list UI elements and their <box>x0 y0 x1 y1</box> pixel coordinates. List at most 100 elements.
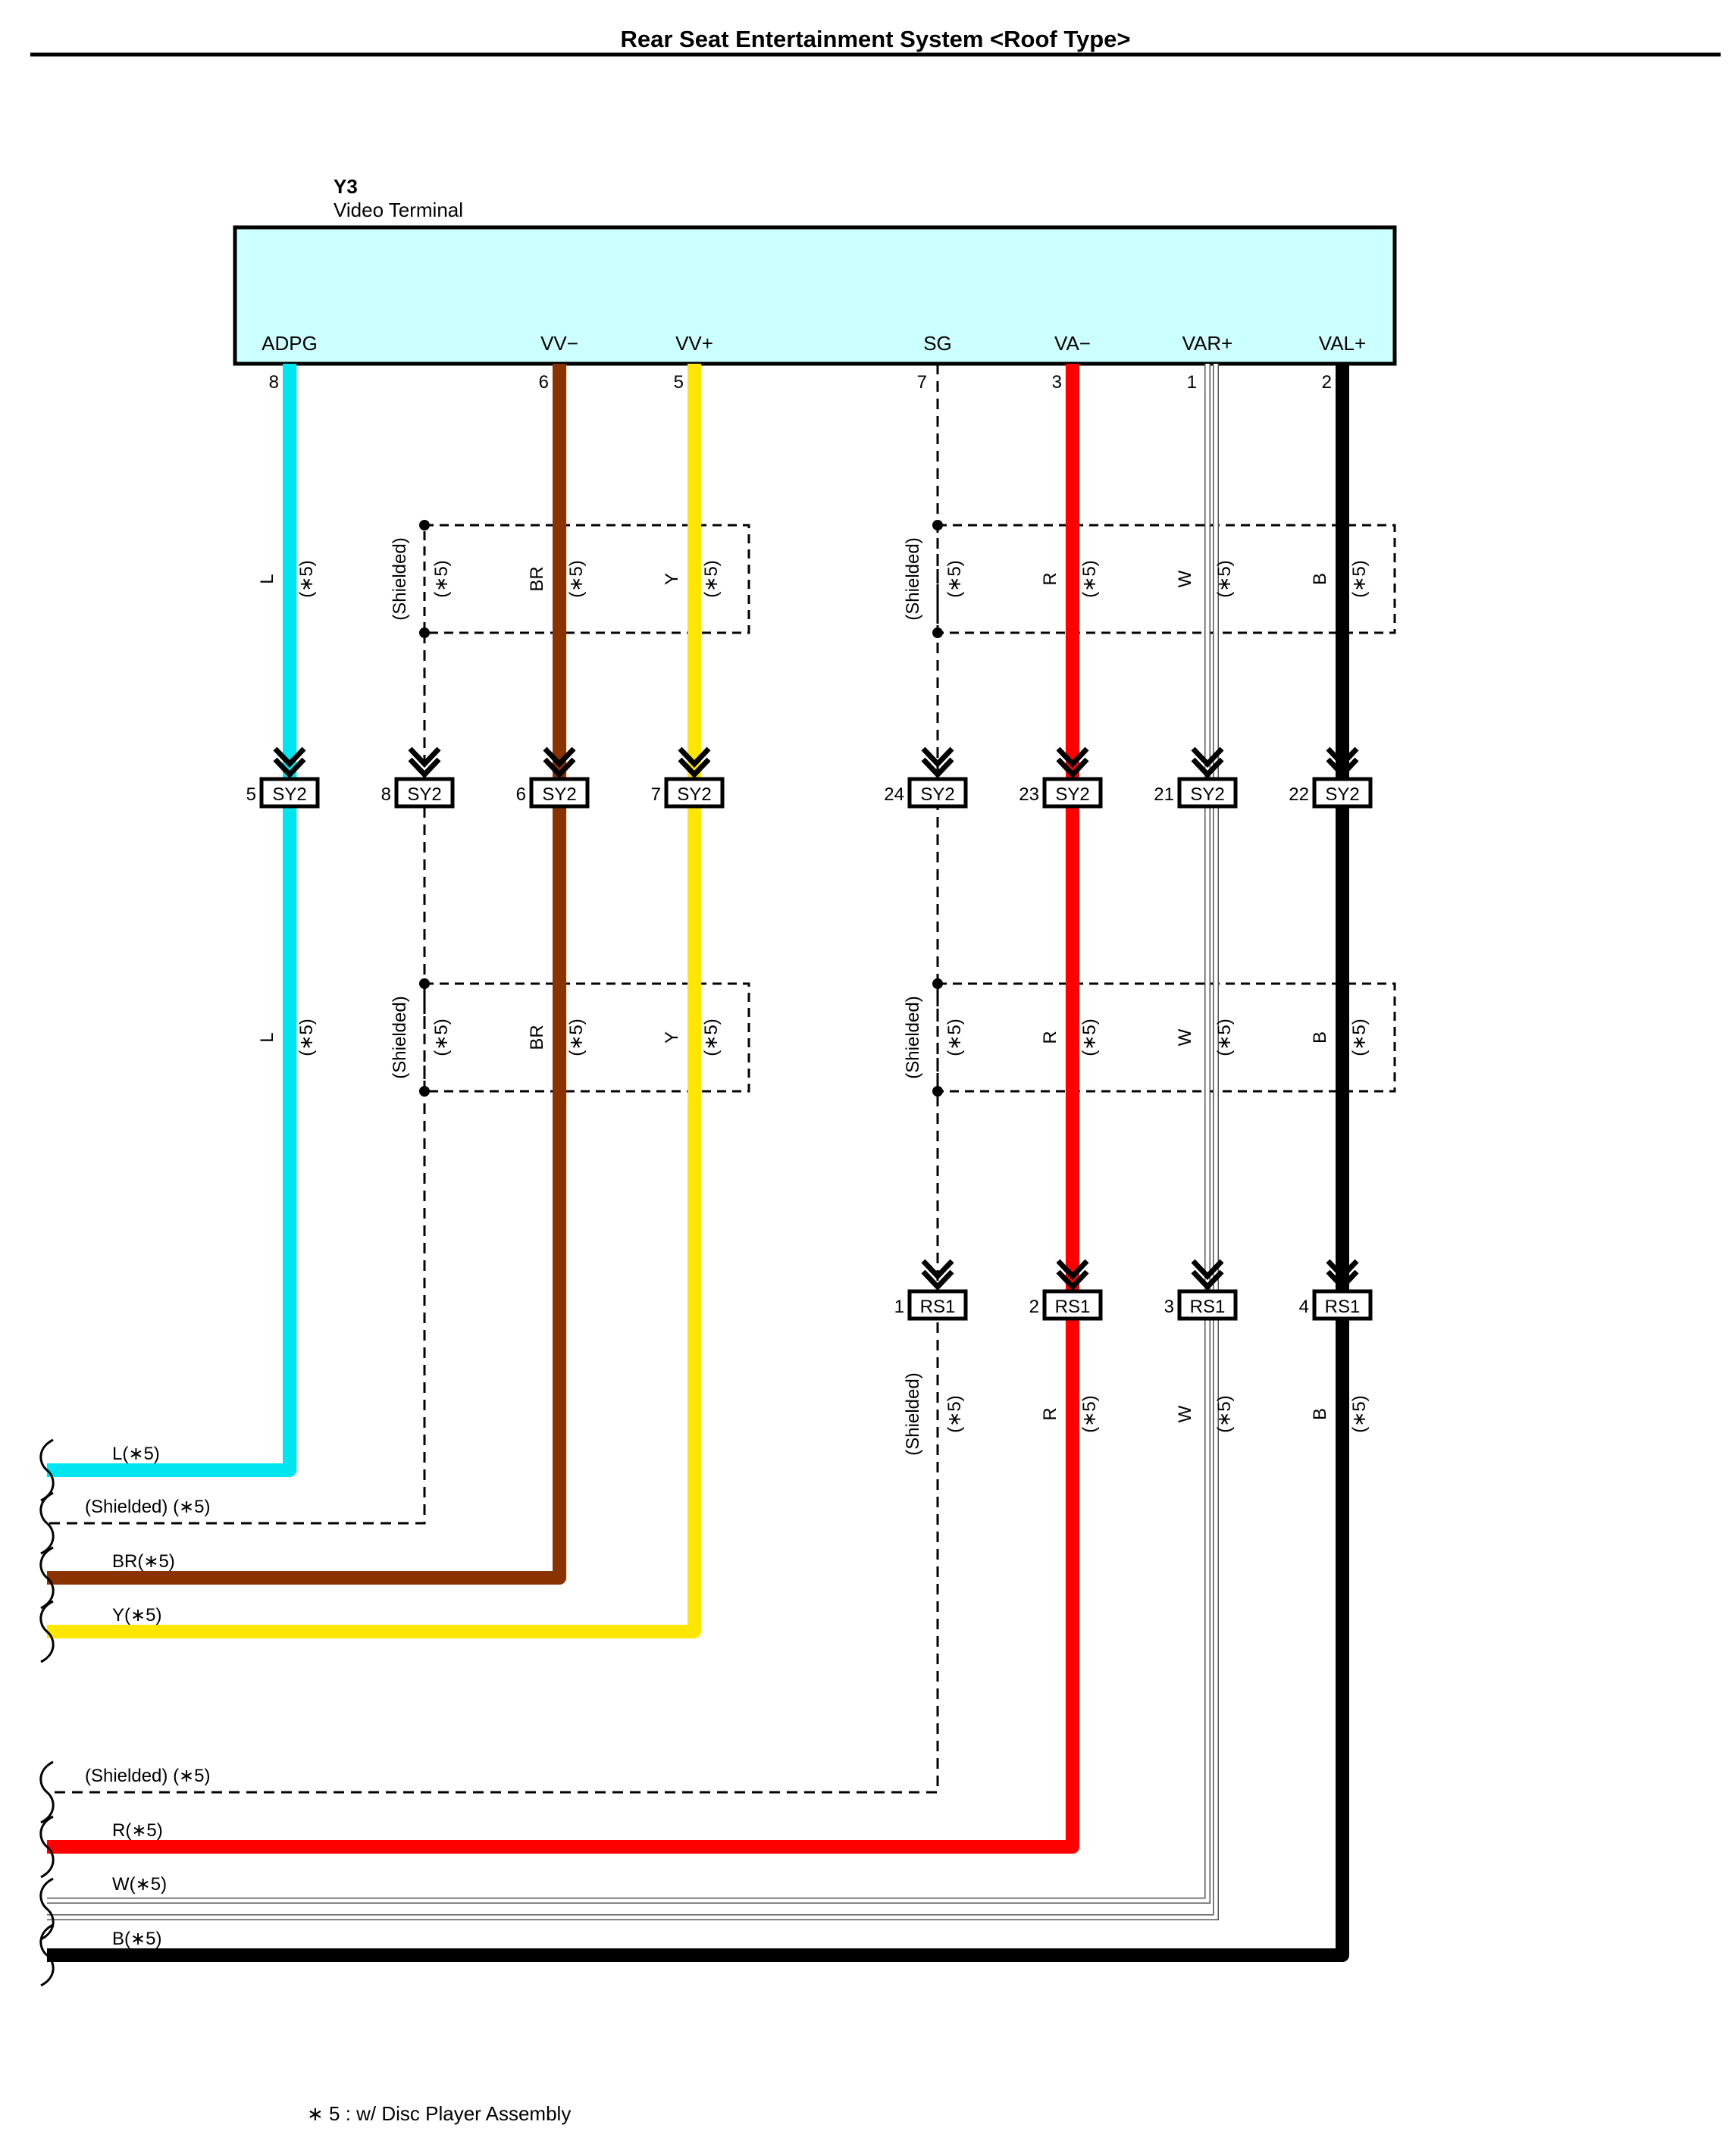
wire-end-label: L(∗5) <box>112 1444 160 1464</box>
sy2-connector-label: SY2 <box>920 784 954 805</box>
wire-color-code: W <box>1175 1405 1195 1422</box>
page-title: Rear Seat Entertainment System <Roof Typ… <box>620 26 1130 52</box>
connector-arrow-icon <box>1056 746 1089 768</box>
sy2-connector-box <box>529 777 590 809</box>
connector-arrow-icon <box>273 757 306 779</box>
option-mark: (∗5) <box>1214 1395 1235 1432</box>
wire-end-label: B(∗5) <box>112 1929 161 1949</box>
wire-var-plus <box>47 364 1219 1920</box>
option-mark: (∗5) <box>1349 560 1370 597</box>
wire-color-code: (Shielded) <box>390 537 410 620</box>
sy2-pin-number: 21 <box>1154 784 1174 805</box>
wire-color-code: R <box>1040 1407 1060 1420</box>
rs1-connector-label: RS1 <box>920 1297 956 1317</box>
wire-adpg <box>47 364 296 1477</box>
terminal-pin: 5 <box>674 372 684 393</box>
wire-color-code: B <box>1310 573 1330 585</box>
component-id: Y3 <box>334 175 358 198</box>
terminal-name: ADPG <box>262 332 318 355</box>
connector-arrow-icon <box>543 746 576 768</box>
wire-end-label: Y(∗5) <box>112 1605 161 1626</box>
terminal-pin: 1 <box>1187 372 1197 393</box>
option-mark: (∗5) <box>1079 1395 1100 1432</box>
wire-break-icon <box>39 1600 55 1663</box>
wire-color-code: Y <box>662 573 682 585</box>
wire-vv-minus <box>47 364 566 1585</box>
sy2-connector-box <box>259 777 320 809</box>
option-mark: (∗5) <box>296 1019 317 1056</box>
sy2-pin-number: 7 <box>651 784 661 805</box>
wire-end-label: R(∗5) <box>112 1820 163 1841</box>
wire-shield-v <box>47 633 426 1525</box>
rs1-connector-label: RS1 <box>1325 1297 1361 1317</box>
option-mark: (∗5) <box>566 1019 587 1056</box>
connector-arrow-icon <box>1326 1269 1359 1291</box>
option-mark: (∗5) <box>1349 1395 1370 1432</box>
sy2-connector-label: SY2 <box>1190 784 1224 805</box>
connector-arrow-icon <box>1326 1259 1359 1281</box>
sy2-pin-number: 23 <box>1019 784 1039 805</box>
terminal-pin: 6 <box>539 372 549 393</box>
rs1-connector-label: RS1 <box>1055 1297 1091 1317</box>
sy2-connector-label: SY2 <box>272 784 306 805</box>
option-mark: (∗5) <box>1349 1019 1370 1056</box>
wire-sg <box>47 364 939 1794</box>
option-mark: (∗5) <box>1214 560 1235 597</box>
wire-color-code: BR <box>527 1025 547 1050</box>
wire-color-code: (Shielded) <box>903 996 923 1078</box>
option-mark: (∗5) <box>1079 1019 1100 1056</box>
option-mark: (∗5) <box>701 560 722 597</box>
wire-color-code: (Shielded) <box>390 996 410 1078</box>
wire-var-plus-core <box>47 364 1218 1920</box>
shield-boxes <box>419 520 1396 1097</box>
sy2-connector-label: SY2 <box>542 784 576 805</box>
sy2-connector-label: SY2 <box>677 784 711 805</box>
wire-color-code: B <box>1310 1408 1330 1420</box>
wire-color-code: B <box>1310 1031 1330 1044</box>
wire-color-code: L <box>257 574 277 584</box>
connector-arrow-icon <box>1056 757 1089 779</box>
connector-arrow-icon <box>921 746 954 768</box>
sy2-connector-label: SY2 <box>1055 784 1089 805</box>
sy2-connector-label: SY2 <box>407 784 441 805</box>
wire-color-code: W <box>1175 1028 1195 1046</box>
terminal-pin: 7 <box>917 372 927 393</box>
option-mark: (∗5) <box>1214 1019 1235 1056</box>
wire-end-label: (Shielded) (∗5) <box>85 1497 211 1517</box>
shield-junction-dot <box>932 1086 943 1097</box>
sy2-connector-label: SY2 <box>1325 784 1359 805</box>
wire-break-icon <box>39 1923 55 1987</box>
terminal-name: VV+ <box>675 332 713 355</box>
video-terminal-box <box>233 225 1397 366</box>
option-mark: (∗5) <box>944 1395 965 1432</box>
terminal-name: VAR+ <box>1182 332 1233 355</box>
wire-end-label: BR(∗5) <box>112 1551 175 1572</box>
sy2-pin-number: 22 <box>1289 784 1309 805</box>
connector-arrow-icon <box>1056 1259 1089 1281</box>
wire-break-icon <box>39 1760 55 1824</box>
shield-junction-dot <box>419 520 430 530</box>
wire-end-label: (Shielded) (∗5) <box>85 1766 211 1786</box>
option-mark: (∗5) <box>296 560 317 597</box>
option-mark: (∗5) <box>431 1019 452 1056</box>
connector-arrow-icon <box>678 746 711 768</box>
connector-arrow-icon <box>543 757 576 779</box>
sy2-pin-number: 24 <box>884 784 904 805</box>
rs1-connector-label: RS1 <box>1190 1297 1226 1317</box>
connector-arrow-icon <box>678 757 711 779</box>
rs1-connector-box <box>1177 1289 1238 1321</box>
wire-break-icon <box>39 1877 55 1941</box>
connector-arrow-icon <box>1191 746 1224 768</box>
diagram-labels: ADPG8SY25L(∗5)L(∗5)L(∗5)SY28(Shielded)(∗… <box>39 332 1373 1987</box>
sy2-connector-box <box>1042 777 1103 809</box>
terminal-name: VAL+ <box>1319 332 1366 355</box>
sy2-connector-box <box>394 777 455 809</box>
sy2-connector-box <box>907 777 968 809</box>
rs1-pin-number: 3 <box>1164 1297 1174 1317</box>
wire-color-code: BR <box>527 566 547 591</box>
connector-arrow-icon <box>1191 757 1224 779</box>
connector-arrow-icon <box>1191 1259 1224 1281</box>
shield-group-box <box>936 524 1396 634</box>
rs1-connector-box <box>1042 1289 1103 1321</box>
